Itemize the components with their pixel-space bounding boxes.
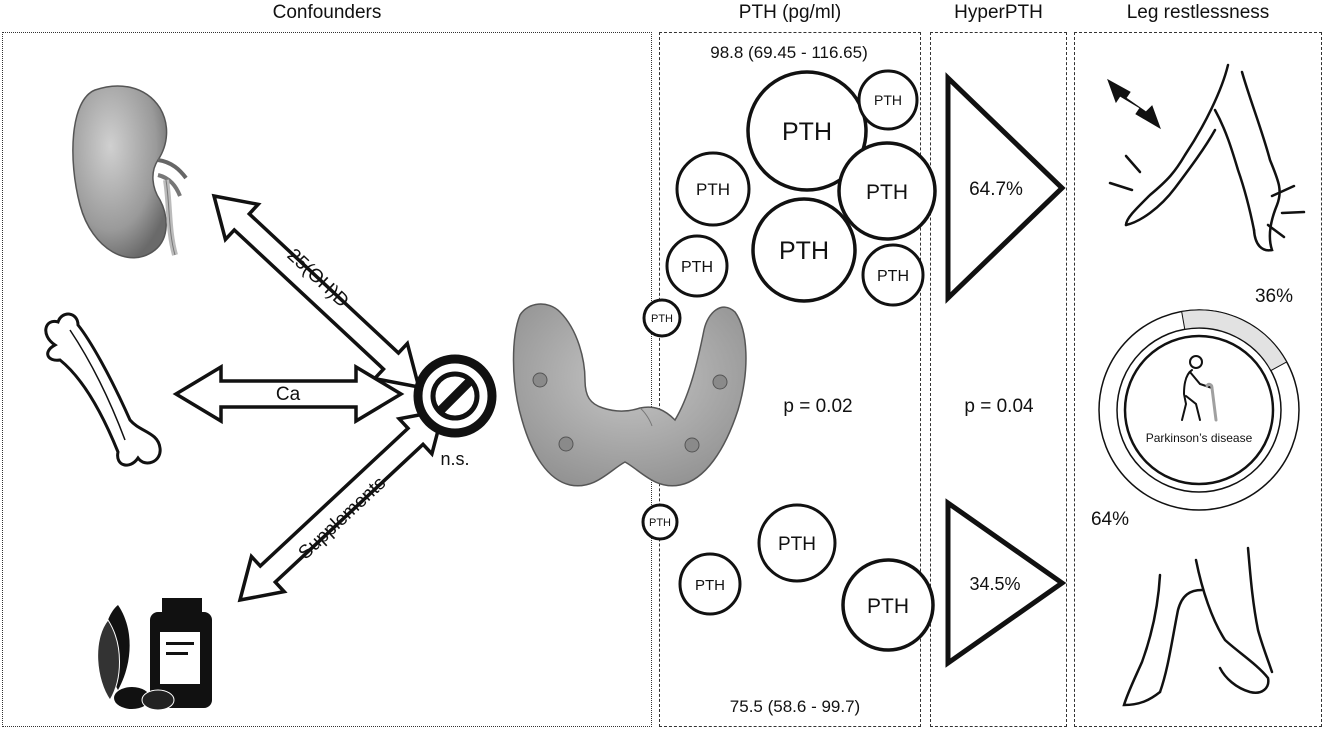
donut-parkinsons-share [1181,309,1288,372]
leg-header: Leg restlessness [1126,2,1270,23]
ca-arrow-label: Ca [276,384,301,405]
donut-center-label: Parkinson’s disease [1146,431,1253,445]
hyperpth-bottom-triangle [945,498,1067,668]
kidney-icon [72,85,188,259]
hyperpth-top-percent: 64.7% [969,179,1023,200]
svg-text:PTH: PTH [651,313,673,325]
leg-panel [1074,32,1322,727]
not-significant-label: n.s. [440,449,469,469]
supplements-icon [97,598,212,711]
donut-bottom-percent: 64% [1091,509,1129,530]
hyperpth-header: HyperPTH [954,2,1043,23]
pth-header: PTH (pg/ml) [738,2,842,23]
parkinsons-donut [1098,309,1300,511]
svg-text:PTH: PTH [695,577,725,594]
pth-circle: PTH [861,243,925,307]
confounders-header: Confounders [272,2,382,23]
pth-p-value: p = 0.02 [783,396,852,417]
ca-arrow [172,363,405,425]
pth-circle: PTH [837,141,937,241]
pth-circle: PTH [642,298,682,338]
pth-circle: PTH [757,503,837,583]
hyperpth-top-triangle [945,72,1066,304]
pth-circle: PTH [746,70,868,192]
elderly-person-icon [1181,355,1218,422]
pth-circle: PTH [665,234,729,298]
svg-text:PTH: PTH [681,259,713,276]
svg-text:PTH: PTH [779,237,829,265]
pth-circle: PTH [675,151,751,227]
svg-text:PTH: PTH [782,118,832,146]
parathyroid-gland-icon [512,303,747,487]
svg-text:PTH: PTH [649,517,671,529]
bone-icon [44,312,162,467]
calm-legs-icon [1122,546,1274,707]
donut-top-percent: 36% [1255,286,1293,307]
svg-text:PTH: PTH [866,181,908,204]
hyperpth-panel [930,32,1067,727]
not-significant-icon [413,354,497,438]
svg-text:PTH: PTH [696,180,730,199]
restless-legs-icon [1107,63,1306,252]
pth-circle: PTH [841,558,935,652]
hyperpth-bottom-percent: 34.5% [969,574,1020,594]
confounders-panel [2,32,652,727]
pth-top-value: 98.8 (69.45 - 116.65) [710,43,868,62]
pth-circle: PTH [678,552,742,616]
svg-text:PTH: PTH [867,595,909,618]
svg-text:PTH: PTH [778,534,816,555]
pth-circle: PTH [751,197,857,303]
pth-circle: PTH [857,69,919,131]
pth-panel [659,32,921,727]
pth-circle: PTH [641,503,679,541]
hyperpth-p-value: p = 0.04 [964,396,1034,417]
svg-text:PTH: PTH [874,92,902,108]
svg-text:PTH: PTH [877,268,909,285]
pth-bottom-value: 75.5 (58.6 - 99.7) [730,697,860,716]
